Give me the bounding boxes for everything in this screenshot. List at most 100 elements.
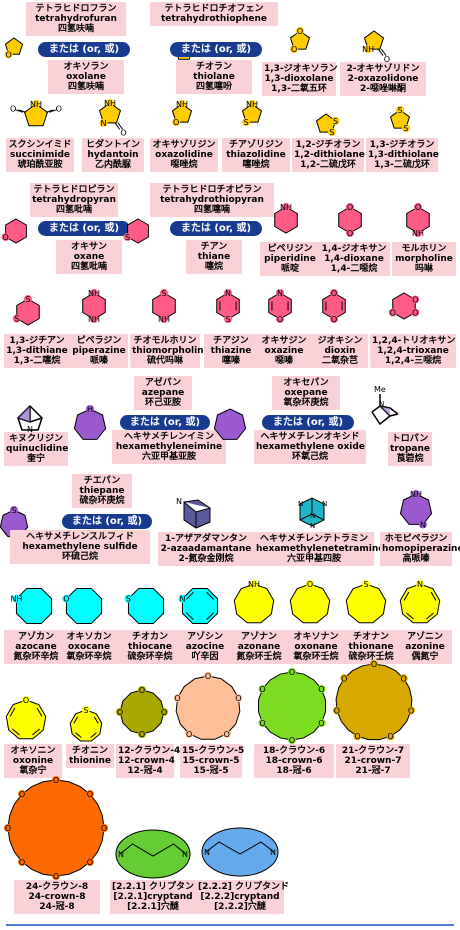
thiane-name-en: thiane xyxy=(197,252,231,262)
svg-text:N: N xyxy=(179,595,185,604)
oxonane-name-en: oxonane xyxy=(294,642,338,652)
piperazine-name-en: piperazine xyxy=(72,346,126,356)
dithiolane12-name-jp: 1,2-ジチオラン xyxy=(295,140,361,150)
oxazolidine-name-cn: 噁唑烷 xyxy=(170,160,198,170)
svg-text:S: S xyxy=(83,706,88,715)
succinimide-name-cn: 琥珀酰亚胺 xyxy=(17,160,63,170)
homopiperazine-name-en: homopiperazine xyxy=(382,544,460,554)
azaadamantane-name-cn: 2-氮杂金刚烷 xyxy=(178,554,234,564)
svg-text:O: O xyxy=(120,129,126,138)
trioxane-name-jp: 1,2,4-トリオキサン xyxy=(372,336,456,346)
svg-text:O: O xyxy=(87,858,93,867)
svg-text:O: O xyxy=(174,694,180,703)
hmo-name-cn: 环氧己烷 xyxy=(291,452,328,462)
oxazolidone-structure: ONH xyxy=(362,30,390,64)
svg-text:N: N xyxy=(277,289,283,298)
hydantoin-name-cn: 乙内酰脲 xyxy=(94,160,131,170)
svg-text:O: O xyxy=(384,55,390,64)
dioxolane-structure: OO xyxy=(289,27,311,54)
oxazolidone-name-jp: 2-オキサゾリドン xyxy=(346,64,420,74)
azocine-name-en: azocine xyxy=(185,642,225,652)
thf-name-en: tetrahydrofuran xyxy=(35,14,117,24)
thiocane-name-jp: チオカン xyxy=(131,632,168,642)
svg-text:NH: NH xyxy=(410,490,422,499)
thp-structure: O xyxy=(1,218,27,244)
svg-text:O: O xyxy=(10,105,16,114)
quinuclidine-name-en: quinuclidine xyxy=(6,444,69,454)
oxonane-name-jp: オキソナン xyxy=(293,632,339,642)
svg-text:NH: NH xyxy=(176,100,188,109)
or-connector-azepane: または (or, 或) xyxy=(120,415,210,430)
oxazolidone-name-cn: 2-噁唑啉酮 xyxy=(360,84,406,94)
dithiolane13-name-en: 1,3-dithiolane xyxy=(368,150,439,160)
hmi-name-en: hexamethyleneimine xyxy=(115,442,223,452)
azonine-name-jp: アゾニン xyxy=(406,632,443,642)
oxazolidine-structure: NHO xyxy=(171,100,193,127)
crown12-name-jp: 12-クラウン-4 xyxy=(118,746,181,756)
svg-text:O: O xyxy=(318,685,324,694)
thiane-name-jp: チアン xyxy=(200,242,228,252)
svg-text:N: N xyxy=(417,580,423,589)
succinimide-name-jp: スクシンイミド xyxy=(8,140,72,150)
svg-text:H: H xyxy=(87,405,93,414)
dithiolane12-name-cn: 1,2-二硫戊环 xyxy=(300,160,356,170)
svg-text:O: O xyxy=(412,309,418,318)
azaadamantane-name-jp: 1-アザアダマンタン xyxy=(165,534,247,544)
azepane-name-jp: アゼパン xyxy=(144,378,182,388)
or-connector-thf: または (or, 或) xyxy=(38,42,130,57)
hms-name-jp: ヘキサメチレンスルフィド xyxy=(26,532,134,542)
dithiolane13-name-jp: 1,3-ジチオラン xyxy=(369,140,435,150)
piperidine-structure: NH xyxy=(274,203,298,234)
svg-text:O: O xyxy=(347,229,353,238)
piperidine-name-en: piperidine xyxy=(264,254,316,264)
svg-text:O: O xyxy=(331,289,337,298)
svg-text:O: O xyxy=(334,706,340,715)
svg-text:O: O xyxy=(19,858,25,867)
svg-text:O: O xyxy=(53,776,59,785)
azocane-name-en: azocane xyxy=(15,642,57,652)
oxane-name-en: oxane xyxy=(73,252,105,262)
hmta-name-jp: ヘキサメチレンテトラミン xyxy=(259,534,368,544)
svg-text:O: O xyxy=(23,696,29,705)
svg-text:NH: NH xyxy=(412,229,424,238)
svg-text:O: O xyxy=(347,203,353,212)
cryptand221-label: [2.2.1] クリプタンド[2.2.1]cryptand[2.2.1]穴醚 xyxy=(110,880,203,914)
azonine-structure: N xyxy=(399,580,441,624)
svg-text:NH: NH xyxy=(88,289,100,298)
piperidine-name-cn: 哌啶 xyxy=(280,264,299,274)
thiazine-name-en: thiazine xyxy=(210,346,252,356)
thtp-structure: S xyxy=(123,218,149,244)
thiane-name-cn: 噻烷 xyxy=(204,262,223,272)
crown18-name-en: 18-crown-6 xyxy=(265,756,323,766)
succinimide-name-en: succinimide xyxy=(9,150,71,160)
thp-name-jp: テトラヒドロピラン xyxy=(33,185,115,195)
svg-text:NH: NH xyxy=(30,100,42,109)
azepane-name-cn: 环己亚胺 xyxy=(144,398,181,408)
or-connector-thiepane: または (or, 或) xyxy=(62,514,152,529)
hmo-structure xyxy=(213,408,247,440)
thionine-name-en: thionine xyxy=(69,756,111,766)
thiazolidine-structure: NHS xyxy=(241,100,263,127)
oxepane-name-en: oxepane xyxy=(284,388,328,398)
oxazine-name-en: oxazine xyxy=(264,346,304,356)
homopiperazine-structure: NHN xyxy=(399,490,433,529)
